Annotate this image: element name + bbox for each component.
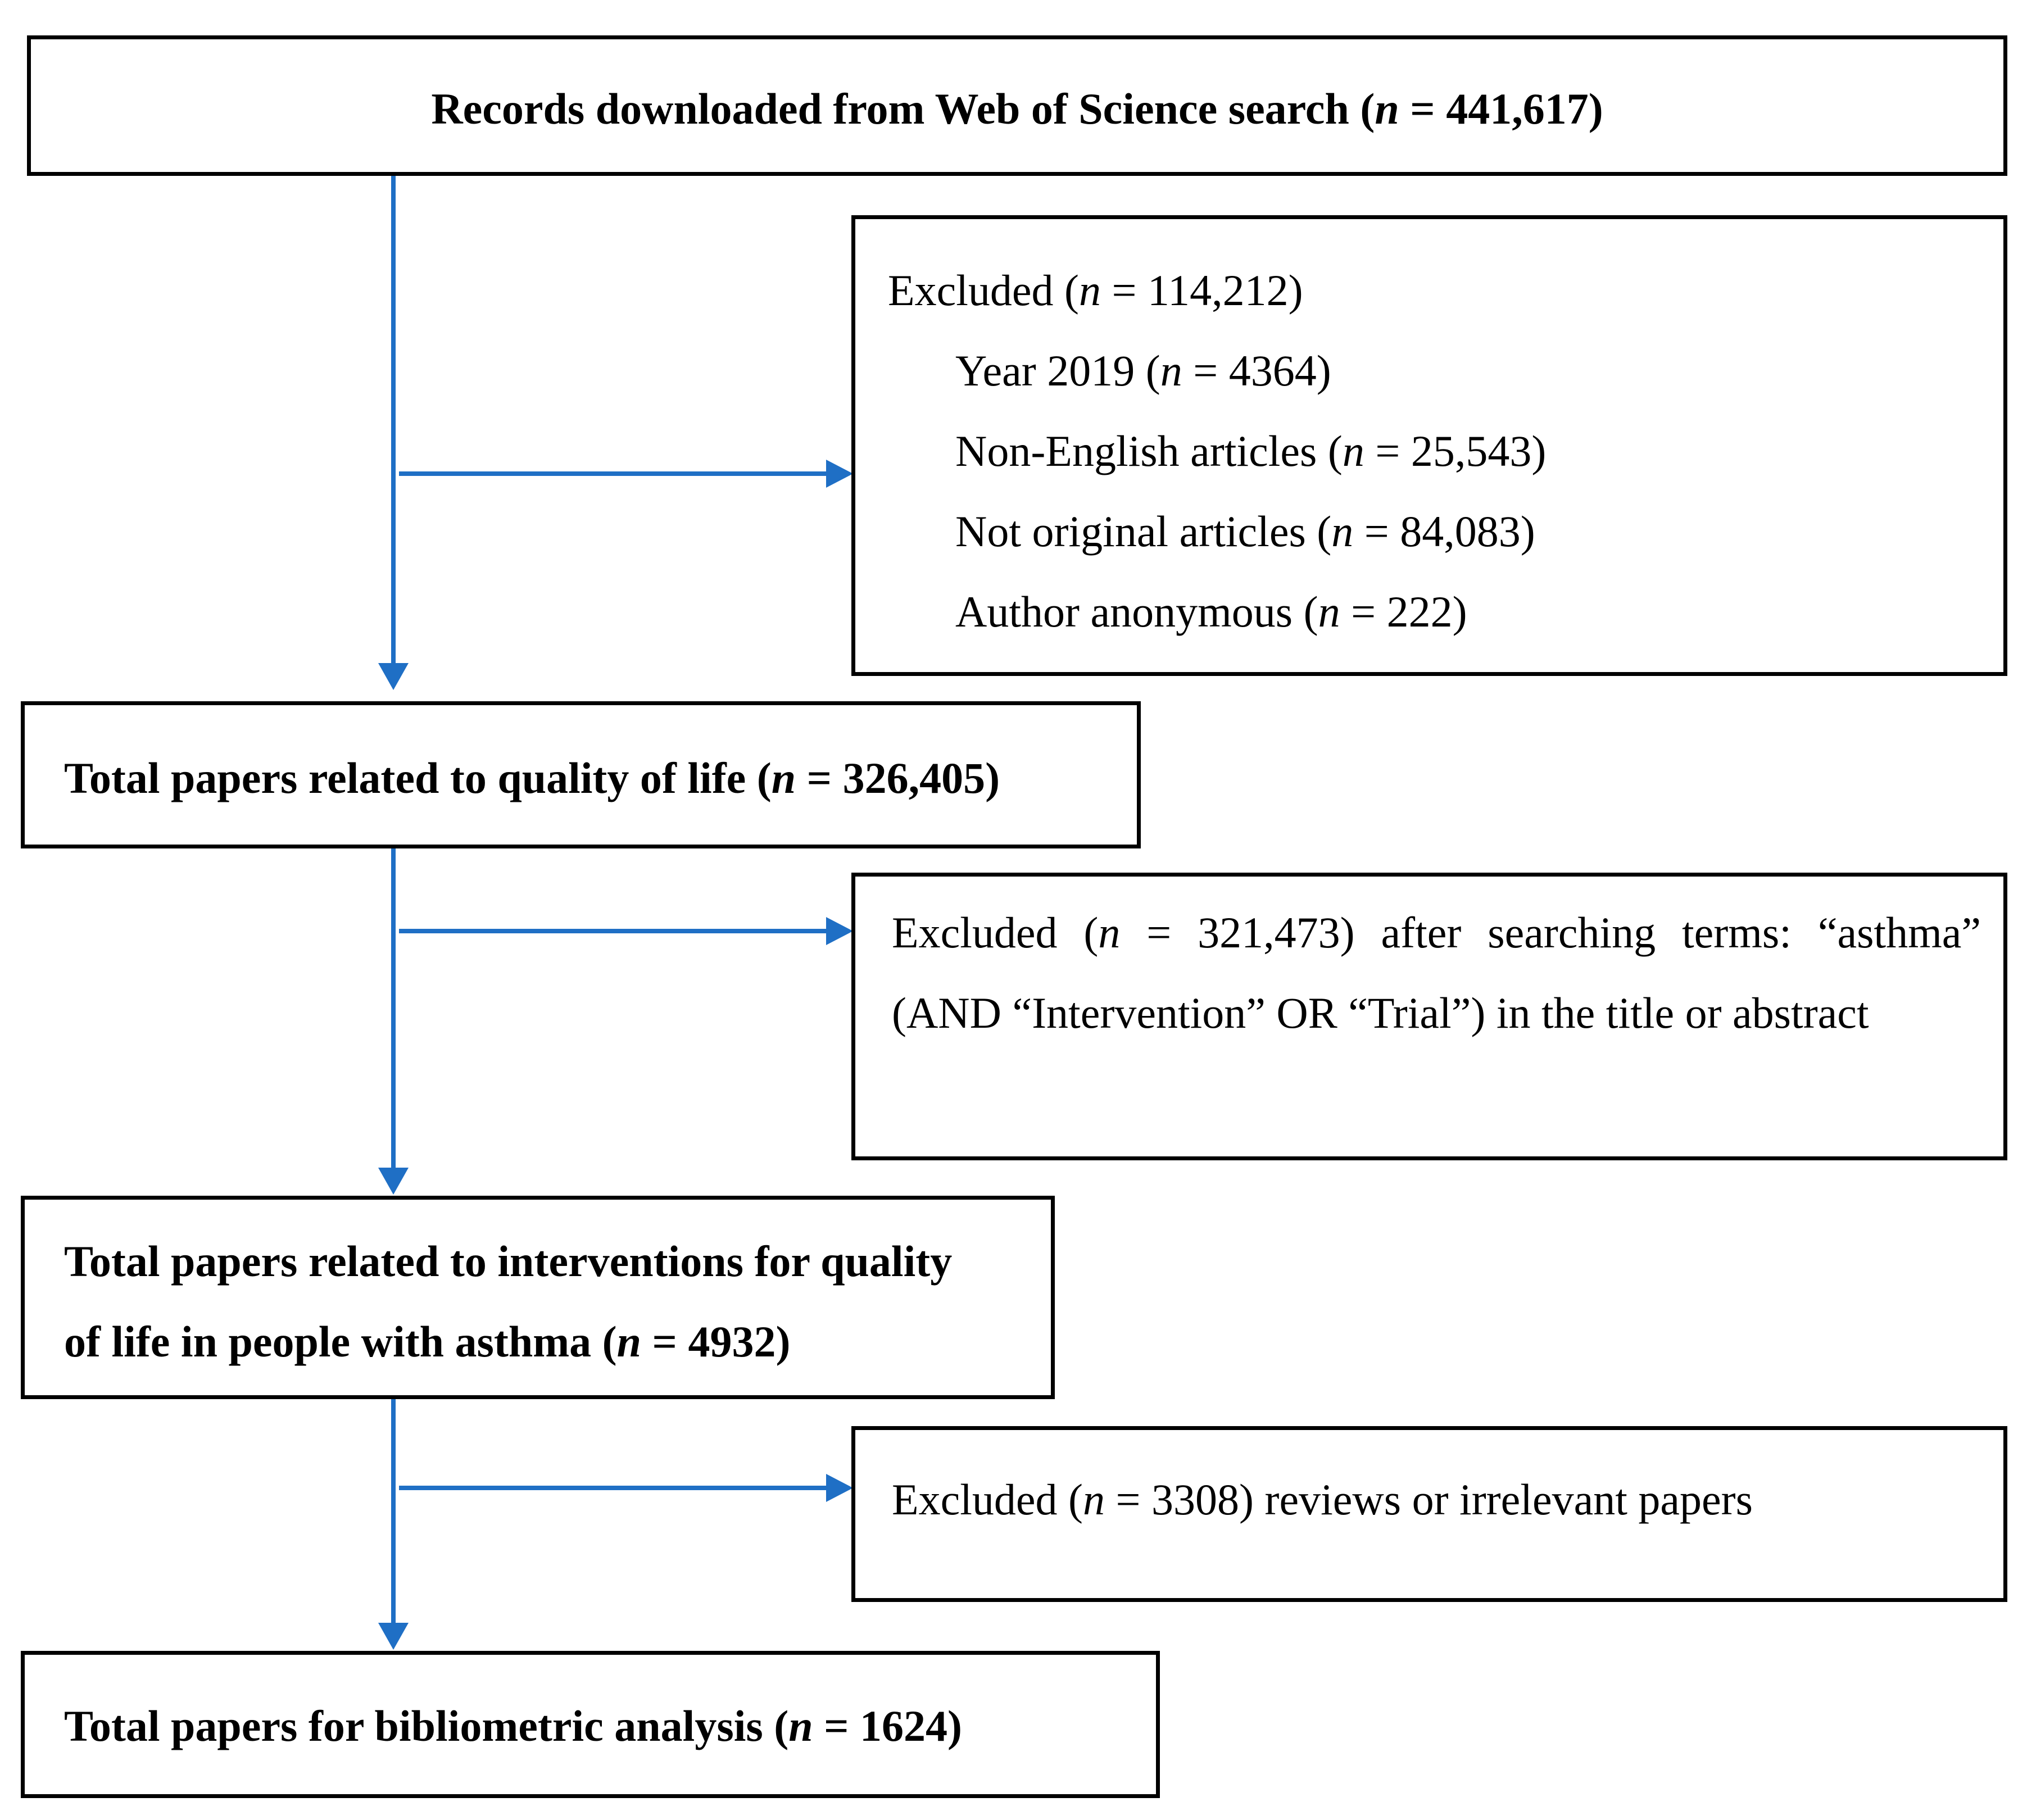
arrowhead-right-3 [826, 1474, 853, 1502]
arrowhead-down-2 [378, 1168, 409, 1195]
excluded-1-header: Excluded (n = 114,212) [888, 266, 1303, 315]
excluded-box-1 [851, 215, 2007, 676]
final-papers-text: Total papers for bibliometric analysis (… [64, 1701, 963, 1750]
excluded-1-item-not-original: Not original articles (n = 84,083) [955, 507, 1535, 556]
excluded-box-3: Excluded (n = 3308) reviews or irrelevan… [851, 1426, 2007, 1602]
excluded-3-text: Excluded (n = 3308) reviews or irrelevan… [892, 1475, 1753, 1524]
arrowhead-down-1 [378, 663, 409, 690]
excluded-2-line-1: Excluded (n = 321,473) after searching t… [892, 908, 1981, 957]
arrowhead-right-1 [826, 460, 853, 488]
excluded-1-item-non-english: Non-English articles (n = 25,543) [955, 426, 1547, 475]
final-papers-box: Total papers for bibliometric analysis (… [21, 1651, 1160, 1798]
excluded-box-2: Excluded (n = 321,473) after searching t… [851, 873, 2007, 1160]
intervention-papers-line-2: of life in people with asthma (n = 4932) [64, 1317, 791, 1366]
excluded-1-item-anonymous: Author anonymous (n = 222) [955, 587, 1467, 636]
records-box: Records downloaded from Web of Science s… [27, 35, 2007, 176]
excluded-box-1-content: Excluded (n = 114,212) Year 2019 (n = 43… [888, 250, 1546, 652]
excluded-1-item-year: Year 2019 (n = 4364) [955, 346, 1331, 395]
records-text: Records downloaded from Web of Science s… [431, 84, 1603, 133]
intervention-papers-line-1: Total papers related to interventions fo… [64, 1237, 953, 1286]
arrowhead-down-3 [378, 1623, 409, 1650]
intervention-papers-box: Total papers related to interventions fo… [21, 1196, 1055, 1399]
qol-papers-box: Total papers related to quality of life … [21, 701, 1141, 848]
arrowhead-right-2 [826, 917, 853, 945]
excluded-2-line-2: (AND “Intervention” OR “Trial”) in the t… [892, 988, 1869, 1037]
qol-papers-text: Total papers related to quality of life … [64, 754, 1000, 802]
